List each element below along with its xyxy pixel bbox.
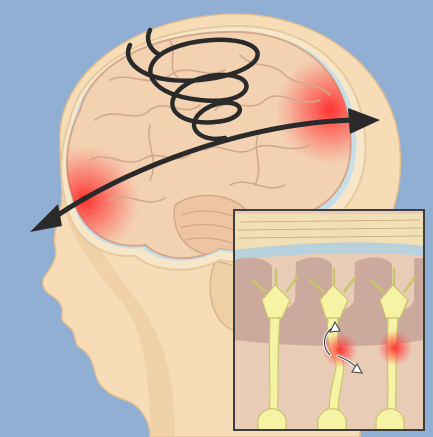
inset-neuron-panel [234, 210, 424, 437]
axon-damage-glow-right [377, 330, 413, 366]
